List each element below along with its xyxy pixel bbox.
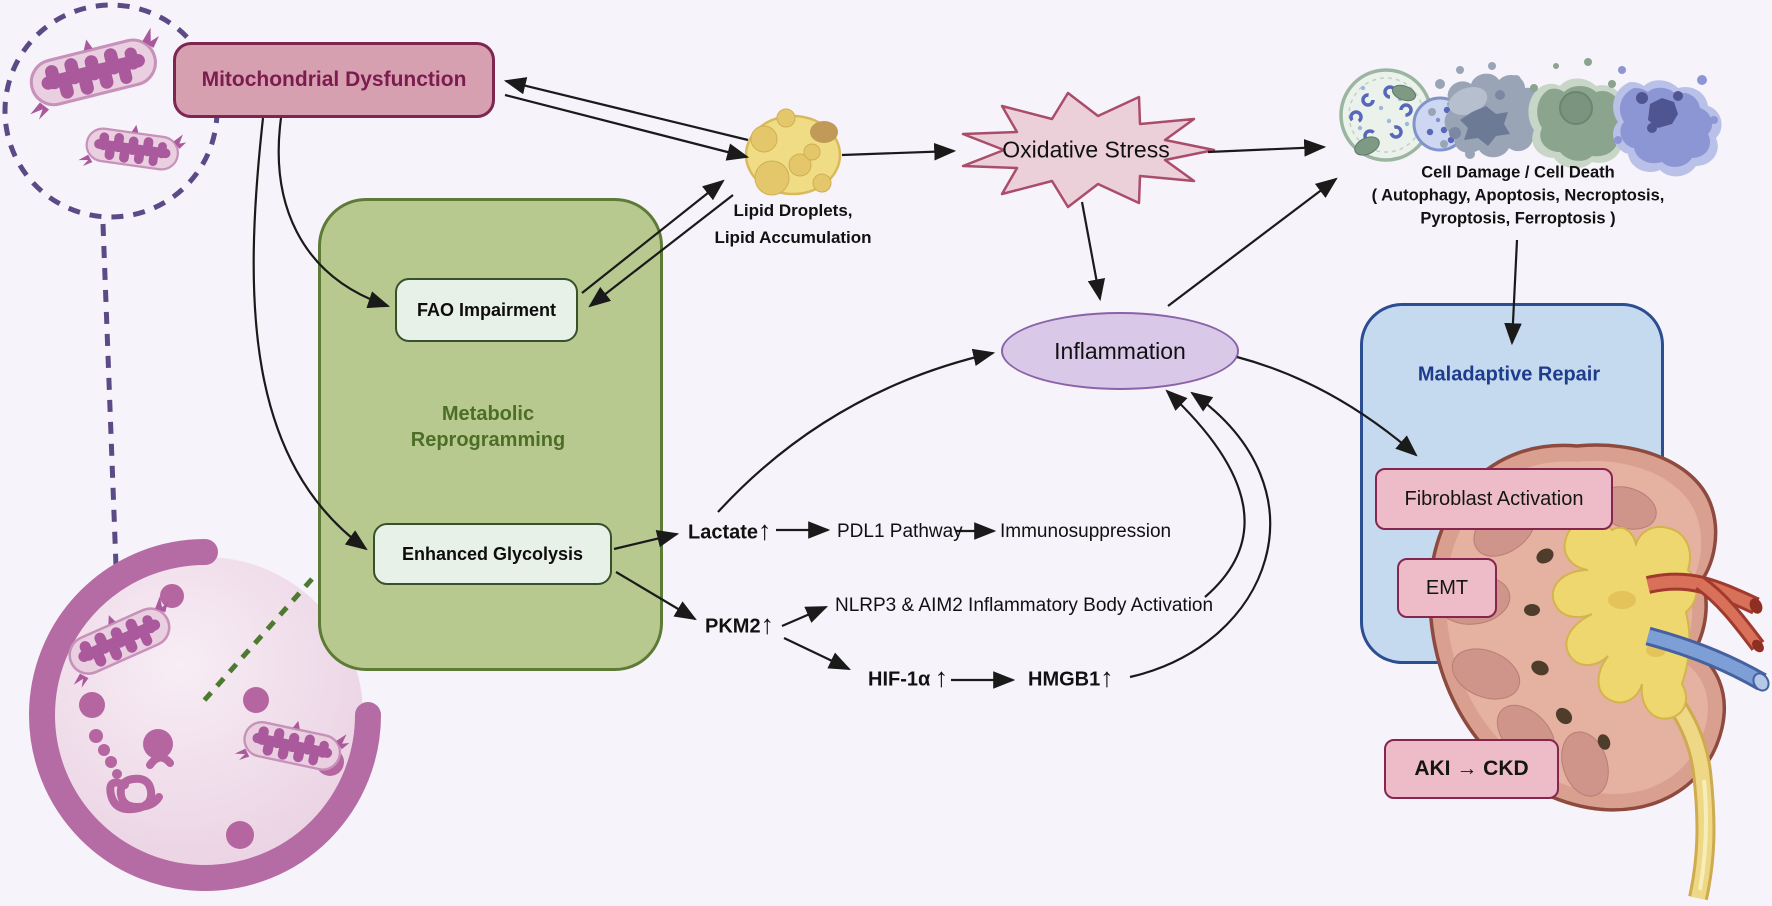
lipid-droplets-label: Lipid Droplets, Lipid Accumulation xyxy=(714,201,872,247)
arrow-md-to-lipid xyxy=(504,93,750,161)
hif1a-label: HIF-1α ↑ xyxy=(868,662,949,693)
lipid-droplet-cell-icon xyxy=(744,108,842,196)
fao-impairment-label: FAO Impairment xyxy=(416,299,557,320)
dashed-green-connector xyxy=(199,577,314,706)
pkm2-label: PKM2↑ xyxy=(705,609,775,640)
pdl1-pathway-label: PDL1 Pathway xyxy=(837,521,963,542)
maladaptive-repair-label: Maladaptive Repair xyxy=(1417,363,1601,386)
arrow-oxidative-to-celldeath xyxy=(1207,139,1327,157)
enhanced-glycolysis-box: Enhanced Glycolysis xyxy=(373,523,612,585)
fibroblast-activation-box: Fibroblast Activation xyxy=(1375,468,1613,530)
arrow-lactate-to-inflammation xyxy=(717,348,996,513)
up-arrow-glyph: ↑ xyxy=(1100,662,1114,693)
emt-label: EMT xyxy=(1425,576,1469,599)
dna-tangle-icon xyxy=(106,753,174,814)
nlrp3-aim2-label: NLRP3 & AIM2 Inflammatory Body Activatio… xyxy=(835,595,1214,616)
renal-artery xyxy=(1645,572,1765,653)
inflammation-label: Inflammation xyxy=(1054,337,1186,364)
mitochondrial-dysfunction-label: Mitochondrial Dysfunction xyxy=(201,68,467,91)
aki-ckd-box: AKI → CKD xyxy=(1384,739,1559,799)
aki-ckd-label: AKI → CKD xyxy=(1414,757,1529,780)
arrow-lipid-to-oxidative xyxy=(841,142,957,161)
arrow-inflammation-to-celldeath xyxy=(1167,177,1338,307)
ferroptosis-cell-icon xyxy=(1613,66,1722,177)
arrow-pkm2-to-nlrp3 xyxy=(781,605,829,628)
brown-droplet xyxy=(810,121,838,143)
arrow-nlrp3-to-inflammation xyxy=(1165,389,1246,598)
immunosuppression-label: Immunosuppression xyxy=(1000,521,1172,542)
up-arrow-glyph: ↑ xyxy=(934,662,949,693)
metabolic-reprogramming-label: Metabolic Reprogramming xyxy=(410,403,566,451)
dashed-connector-line xyxy=(100,223,122,646)
renal-vein xyxy=(1645,626,1770,692)
up-arrow-glyph: ↑ xyxy=(760,609,775,640)
hmgb1-label: HMGB1↑ xyxy=(1028,662,1114,693)
arrow-pkm2-to-hif1a xyxy=(783,637,851,670)
fao-impairment-box: FAO Impairment xyxy=(395,278,578,342)
ureter xyxy=(1629,652,1716,901)
apoptosis-cell-icon xyxy=(1428,62,1547,159)
mitochondria-icon xyxy=(14,20,189,181)
mitochondrial-dysfunction-box: Mitochondrial Dysfunction xyxy=(173,42,495,118)
cell-damage-label: Cell Damage / Cell Death ( Autophagy, Ap… xyxy=(1371,163,1665,228)
up-arrow-glyph: ↑ xyxy=(758,515,772,546)
enhanced-glycolysis-label: Enhanced Glycolysis xyxy=(401,543,584,564)
arrow-oxidative-to-inflammation xyxy=(1080,201,1106,302)
emt-box: EMT xyxy=(1397,558,1497,618)
arrow-lipid-to-md xyxy=(503,77,749,142)
oxidative-stress-label: Oxidative Stress xyxy=(1002,136,1170,163)
inflammation-ellipse: Inflammation xyxy=(1001,312,1239,390)
necroptosis-cell-icon xyxy=(1528,58,1632,169)
fibroblast-activation-label: Fibroblast Activation xyxy=(1404,487,1584,510)
lactate-label: Lactate↑ xyxy=(688,515,772,546)
autophagy-cell-icon xyxy=(1339,68,1468,162)
